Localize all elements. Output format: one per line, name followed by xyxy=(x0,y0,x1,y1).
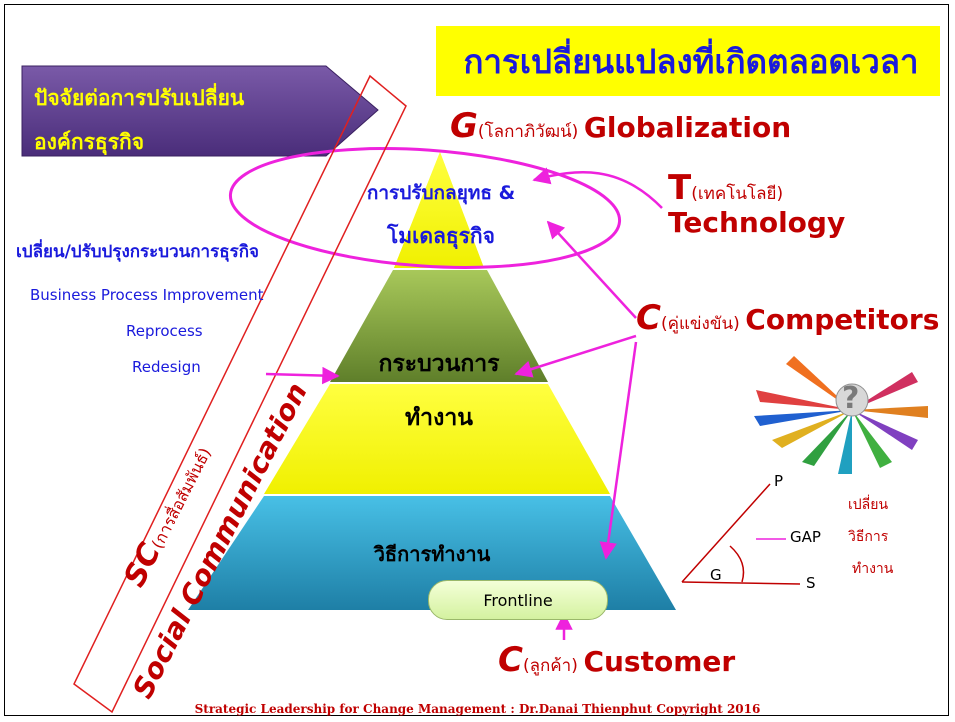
force-c1-en: Competitors xyxy=(745,303,940,336)
arrow-competitors-to-strategy xyxy=(546,220,637,319)
force-t-letter: T xyxy=(668,168,692,208)
force-c1-thai: (คู่แข่งขัน) xyxy=(660,314,740,334)
gap-label-gap: GAP xyxy=(790,528,821,546)
force-globalization: G(โลกาภิวัฒน์) Globalization xyxy=(450,106,791,146)
gap-label-s: S xyxy=(806,574,816,592)
force-competitors: C(คู่แข่งขัน) Competitors xyxy=(636,298,939,338)
force-c2-en: Customer xyxy=(583,645,736,678)
slide-title: การเปลี่ยนแปลงที่เกิดตลอดเวลา xyxy=(436,26,940,96)
gap-label-g: G xyxy=(710,566,722,584)
arrow-redesign-to-process xyxy=(265,366,340,385)
pyramid-level3: วิธีการทำงาน xyxy=(373,542,491,566)
arrow-competitors-to-method xyxy=(599,341,638,560)
gap-note-line3: ทำงาน xyxy=(852,561,894,577)
force-c2-letter: C xyxy=(498,640,523,680)
svg-text:?: ? xyxy=(842,381,859,416)
force-g-en: Globalization xyxy=(583,111,792,144)
pyramid-level-work xyxy=(264,384,610,494)
force-g-thai: (โลกาภิวัฒน์) xyxy=(477,122,579,142)
gap-angle-arc xyxy=(729,545,745,583)
gap-line-s xyxy=(681,581,801,585)
force-c1-letter: C xyxy=(636,298,661,338)
question-arrows-icon: ? xyxy=(754,356,928,474)
left-label-bpi: Business Process Improvement xyxy=(30,286,264,304)
force-t-en: Technology xyxy=(668,206,846,239)
force-customer: C(ลูกค้า) Customer xyxy=(498,640,735,680)
strategy-highlight-ellipse xyxy=(228,147,622,269)
factor-box-line1: ปัจจัยต่อการปรับเปลี่ยน xyxy=(34,86,245,110)
gap-note-line2: วิธีการ xyxy=(848,529,889,545)
gap-line-p xyxy=(681,483,771,583)
footer-copyright: Strategic Leadership for Change Manageme… xyxy=(194,702,761,716)
left-label-redesign: Redesign xyxy=(132,358,201,376)
arrow-technology-to-strategy xyxy=(532,167,663,209)
gap-note-line1: เปลี่ยน xyxy=(848,497,889,513)
force-g-letter: G xyxy=(450,106,478,146)
factor-arrow-shape xyxy=(21,65,379,157)
pyramid-level2-line2: ทำงาน xyxy=(405,405,473,431)
slide-frame xyxy=(4,4,949,716)
pyramid-level1-line1: การปรับกลยุทธ & xyxy=(366,182,516,204)
factor-box-label: ปัจจัยต่อการปรับเปลี่ยน องค์กรธุรกิจ xyxy=(34,76,324,164)
frontline-pill: Frontline xyxy=(428,580,608,620)
left-label-reprocess: Reprocess xyxy=(126,322,203,340)
force-t-thai: (เทคโนโลยี) xyxy=(691,184,784,204)
pyramid-level-strategy xyxy=(394,152,484,268)
left-label-thai: เปลี่ยน/ปรับปรุงกระบวนการธุรกิจ xyxy=(16,242,259,262)
pyramid-level2-line1: กระบวนการ xyxy=(378,351,500,377)
gap-label-p: P xyxy=(774,472,784,490)
pyramid-level-process xyxy=(330,270,548,382)
arrow-competitors-to-process xyxy=(514,334,637,378)
force-c2-thai: (ลูกค้า) xyxy=(522,656,578,676)
pyramid-level1-line2: โมเดลธุรกิจ xyxy=(387,224,495,248)
force-technology: T(เทคโนโลยี) xyxy=(668,168,783,208)
social-communication-band xyxy=(73,74,407,714)
factor-box-line2: องค์กรธุรกิจ xyxy=(34,130,145,154)
